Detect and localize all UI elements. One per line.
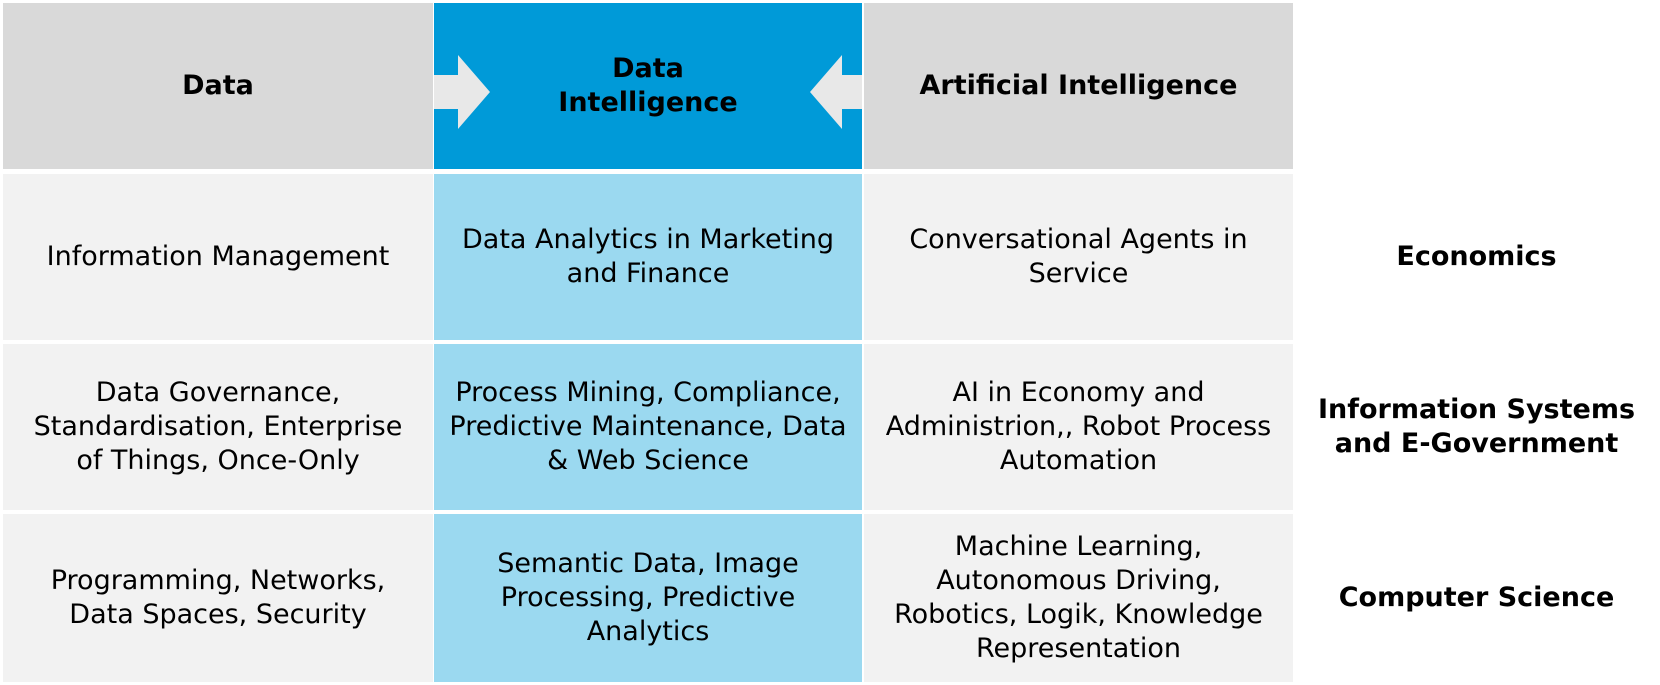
header-data-intelligence-line1: Data — [612, 53, 684, 84]
row3-label-text: Computer Science — [1338, 582, 1615, 613]
row1-data-cell: Information Management — [3, 174, 433, 340]
row2-data-text: Data Governance, Standardisation, Enterp… — [33, 377, 403, 476]
row2-data-intelligence-cell: Process Mining, Compliance, Predictive M… — [434, 344, 862, 510]
row2-ai-cell: AI in Economy and Administrion,, Robot P… — [864, 344, 1293, 510]
row3-ai-text: Machine Learning, Autonomous Driving, Ro… — [894, 531, 1263, 664]
row3-data-text: Programming, Networks, Data Spaces, Secu… — [50, 565, 386, 630]
header-ai-label: Artificial Intelligence — [919, 70, 1238, 101]
row3-data-cell: Programming, Networks, Data Spaces, Secu… — [3, 514, 433, 682]
row2-label-line2: and E-Government — [1334, 428, 1619, 459]
row3-data-intelligence-text: Semantic Data, Image Processing, Predict… — [497, 548, 799, 647]
row3-ai-cell: Machine Learning, Autonomous Driving, Ro… — [864, 514, 1293, 682]
row2-ai-text: AI in Economy and Administrion,, Robot P… — [885, 377, 1272, 476]
row1-ai-cell: Conversational Agents in Service — [864, 174, 1293, 340]
header-data-intelligence-line2: Intelligence — [558, 87, 738, 118]
row1-label-text: Economics — [1396, 241, 1557, 272]
header-data: Data — [3, 3, 433, 169]
header-artificial-intelligence: Artificial Intelligence — [864, 3, 1293, 169]
row2-data-intelligence-text: Process Mining, Compliance, Predictive M… — [449, 377, 847, 476]
row3-label: Computer Science — [1293, 514, 1660, 682]
row1-data-text: Information Management — [46, 241, 390, 272]
header-data-label: Data — [182, 70, 254, 101]
row1-data-intelligence-cell: Data Analytics in Marketing and Finance — [434, 174, 862, 340]
row3-data-intelligence-cell: Semantic Data, Image Processing, Predict… — [434, 514, 862, 682]
row2-label-line1: Information Systems — [1317, 394, 1636, 425]
row2-data-cell: Data Governance, Standardisation, Enterp… — [3, 344, 433, 510]
header-data-intelligence: Data Intelligence — [434, 3, 862, 169]
row1-data-intelligence-text: Data Analytics in Marketing and Finance — [461, 224, 834, 289]
row1-label: Economics — [1293, 174, 1660, 340]
row1-ai-text: Conversational Agents in Service — [909, 224, 1248, 289]
row2-label: Information Systems and E-Government — [1293, 344, 1660, 510]
